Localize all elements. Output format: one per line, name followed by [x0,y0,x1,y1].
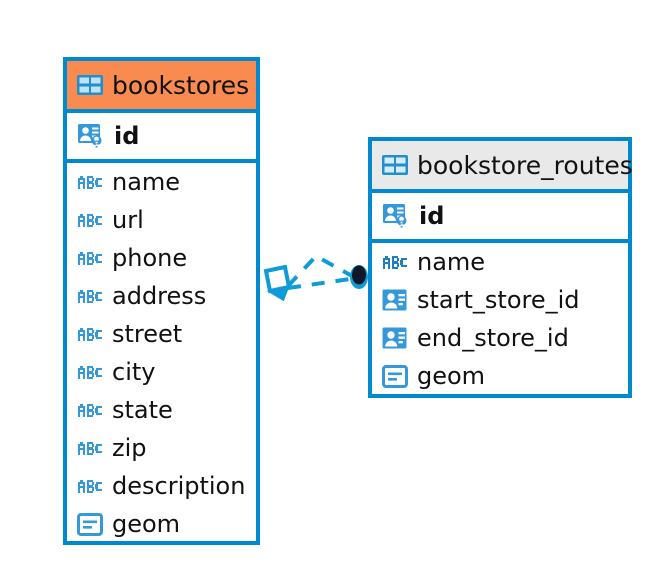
text-abc-icon [383,255,407,269]
entity-title: bookstores [112,70,250,100]
column-row-url[interactable]: url [67,201,256,239]
relationship-line-lower [287,277,351,290]
text-abc-icon [78,403,102,417]
relationship-line-upper [286,253,353,288]
relationship-marker-circle [350,265,368,289]
primary-key-icon [78,124,102,148]
column-row-street[interactable]: street [67,315,256,353]
relationship-marker-diamond [263,264,292,302]
geometry-icon [382,364,408,388]
column-label: name [112,168,181,196]
entity-header-bookstores: bookstores [67,61,256,109]
column-label: city [112,358,156,386]
column-label: street [112,320,183,348]
entity-title: bookstore_routes [417,150,633,180]
column-row-state[interactable]: state [67,391,256,429]
column-row-id[interactable]: id [372,193,628,239]
text-abc-icon [78,327,102,341]
column-label: geom [417,362,486,390]
primary-key-icon [383,204,407,228]
foreign-key-icon [382,327,407,349]
geometry-icon [77,512,103,536]
text-abc-icon [78,213,102,227]
column-label: name [417,248,486,276]
entity-header-bookstore-routes: bookstore_routes [372,141,633,189]
text-abc-icon [78,251,102,265]
column-row-phone[interactable]: phone [67,239,256,277]
column-label: id [114,122,140,150]
column-row-description[interactable]: description [67,467,256,505]
column-label: geom [112,510,181,538]
primary-key-divider [67,159,256,163]
column-label: phone [112,244,188,272]
column-label: start_store_id [417,286,580,314]
column-row-start-store-id[interactable]: start_store_id [372,281,628,319]
column-row-name[interactable]: name [67,163,256,201]
column-row-geom[interactable]: geom [67,505,256,543]
column-row-address[interactable]: address [67,277,256,315]
text-abc-icon [78,365,102,379]
column-row-city[interactable]: city [67,353,256,391]
column-row-id[interactable]: id [67,113,256,159]
table-icon [382,155,408,175]
text-abc-icon [78,289,102,303]
column-label: description [112,472,246,500]
column-label: end_store_id [417,324,569,352]
text-abc-icon [78,441,102,455]
column-row-name[interactable]: name [372,243,628,281]
entity-table-bookstore-routes[interactable]: bookstore_routes id [368,137,633,398]
entity-table-bookstores[interactable]: bookstores id [63,57,260,545]
text-abc-icon [78,479,102,493]
header-divider [372,189,628,193]
column-row-zip[interactable]: zip [67,429,256,467]
text-abc-icon [78,175,102,189]
column-row-geom[interactable]: geom [372,357,628,395]
column-label: state [112,396,173,424]
column-label: address [112,282,207,310]
table-icon [77,75,103,95]
column-label: id [419,202,445,230]
column-label: zip [112,434,147,462]
foreign-key-icon [382,289,407,311]
column-label: url [112,206,144,234]
primary-key-divider [372,239,628,243]
column-row-end-store-id[interactable]: end_store_id [372,319,628,357]
header-divider [67,109,256,113]
